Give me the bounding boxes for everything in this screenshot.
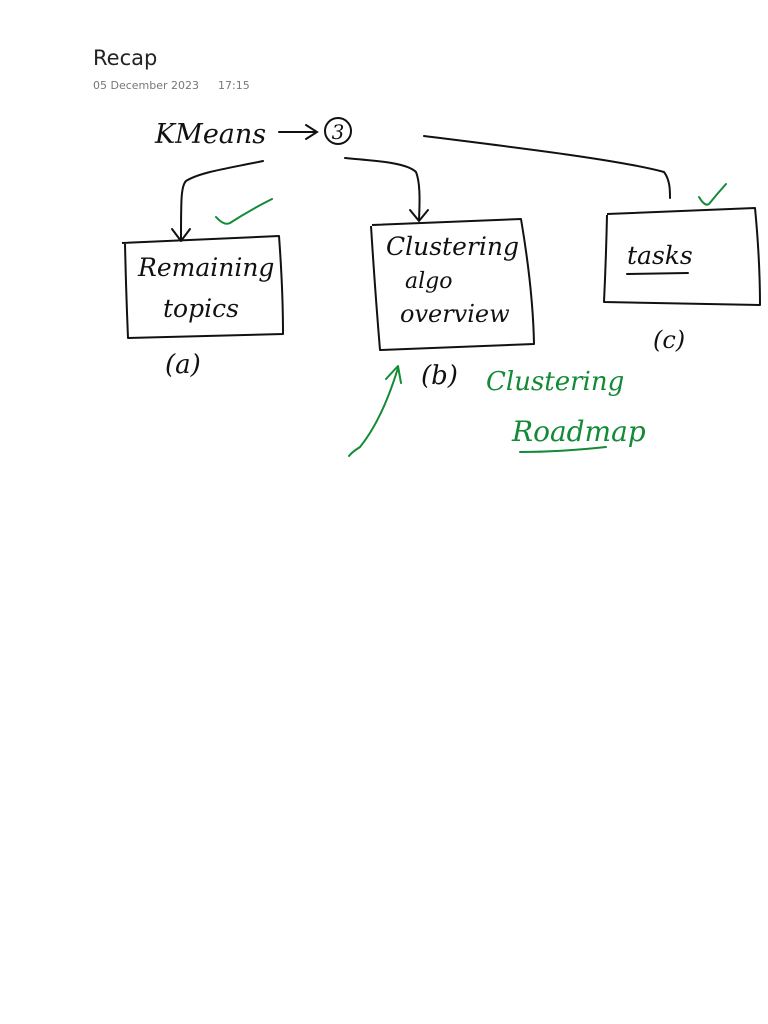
box-a-line1: Remaining bbox=[137, 253, 274, 282]
box-c-underline bbox=[626, 272, 689, 275]
branch-to-box-b bbox=[344, 157, 429, 222]
check-box-a-icon bbox=[215, 198, 273, 225]
root-label: KMeans bbox=[154, 119, 266, 150]
count-circle bbox=[324, 117, 352, 145]
count-number: 3 bbox=[332, 120, 345, 144]
note-underline bbox=[519, 446, 607, 453]
box-b-line2: algo bbox=[405, 269, 452, 294]
note-line2: Roadmap bbox=[511, 415, 646, 448]
branch-to-box-c bbox=[423, 135, 671, 199]
box-a-tag: (a) bbox=[165, 350, 201, 380]
box-c-line1: tasks bbox=[627, 241, 693, 270]
box-a-line2: topics bbox=[163, 294, 239, 323]
check-box-c-icon bbox=[698, 183, 727, 206]
box-a-frame bbox=[121, 235, 284, 339]
branch-to-box-a bbox=[171, 160, 264, 242]
note-line1: Clustering bbox=[486, 367, 624, 397]
box-b-tag: (b) bbox=[421, 361, 458, 391]
box-b-frame bbox=[370, 218, 535, 351]
page-title: Recap bbox=[93, 46, 158, 70]
green-pointer-arrow bbox=[348, 365, 402, 457]
page-time: 17:15 bbox=[218, 79, 250, 92]
box-c-tag: (c) bbox=[653, 326, 685, 354]
arrow-to-count bbox=[278, 124, 319, 140]
box-b-line1: Clustering bbox=[386, 232, 519, 261]
box-c-frame bbox=[603, 207, 761, 306]
box-b-line3: overview bbox=[400, 300, 510, 328]
page-date: 05 December 2023 bbox=[93, 79, 200, 92]
